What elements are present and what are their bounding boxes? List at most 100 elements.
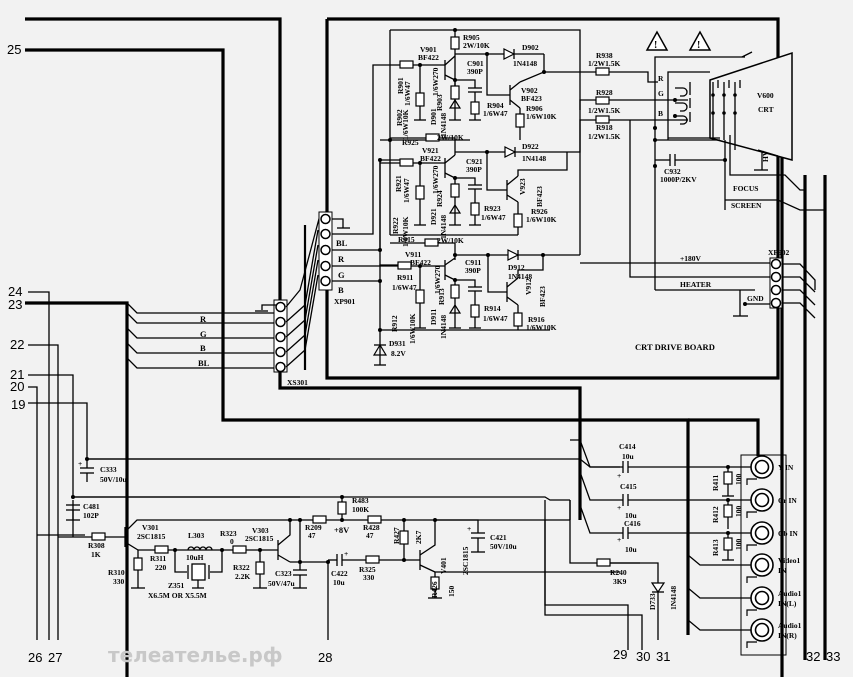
r413-ref: R413 [711, 539, 720, 556]
r925-ref: R925 [402, 138, 419, 147]
plus-sign: + [78, 459, 82, 468]
r912-ref: R912 [390, 315, 399, 332]
v911-part: BF422 [410, 258, 431, 267]
plus-sign: + [467, 524, 471, 533]
r921-value: 1/6W47 [402, 178, 411, 203]
c414-ref: C414 [619, 442, 636, 451]
r918-ref: R918 [596, 123, 613, 132]
d912-part: 1N4148 [508, 272, 532, 281]
v902-part: BF423 [521, 94, 542, 103]
crt-hv-label: HV [761, 150, 770, 162]
r922-value: 1/6W10K [401, 216, 410, 247]
d911-ref: D911 [429, 308, 438, 325]
r411-value: 100 [734, 474, 743, 486]
r426-ref: R426 [430, 581, 439, 598]
r902-value: 1/6W10K [401, 109, 410, 140]
blue-driver-channel: R915 2W/10K V911 BF422 R911 1/6W47 R912 … [380, 115, 688, 344]
rca-jack[interactable]: Y IN [746, 455, 794, 485]
c323-value: 50V/47u [268, 579, 295, 588]
jack-ground [746, 544, 757, 551]
pin-24: 24 [8, 284, 22, 299]
jack-label: Cr IN [778, 496, 797, 505]
r322-value: 2.2K [235, 572, 250, 581]
v912-part: BF423 [538, 286, 547, 307]
r911-ref: R911 [397, 273, 414, 282]
xp901-g-label: G [338, 270, 345, 280]
r311-ref: R311 [150, 554, 167, 563]
pin-labels: 25 24 23 22 21 20 19 26 27 28 29 30 31 3… [7, 42, 840, 665]
c333-value: 50V/10u [100, 475, 127, 484]
c911-ref: C911 [465, 258, 482, 267]
d922-ref: D922 [522, 142, 539, 151]
r922-ref: R922 [391, 217, 400, 234]
r325-ref: R325 [359, 565, 376, 574]
v923-part: BF423 [535, 186, 544, 207]
v923-ref: V923 [518, 178, 527, 195]
left-wires [28, 291, 620, 640]
z351-value: X6.5M OR X5.5M [148, 591, 207, 600]
v901-part: BF422 [418, 53, 439, 62]
r483-value: 100K [352, 505, 369, 514]
r904-ref: R904 [487, 101, 504, 110]
plus-sign: + [617, 503, 621, 512]
focus-label: FOCUS [733, 184, 758, 193]
jack-ground [746, 478, 757, 485]
screen-label: SCREEN [731, 201, 762, 210]
r924-value: 1/6W270 [431, 165, 440, 194]
r928-ref: R928 [596, 88, 613, 97]
r938-value: 1/2W1.5K [588, 59, 620, 68]
d902-ref: D902 [522, 43, 539, 52]
r412-value: 100 [734, 506, 743, 518]
xp901-bl-label: BL [336, 238, 348, 248]
d733-ref: D733 [648, 593, 657, 610]
l303-ref: L303 [188, 531, 205, 540]
r308-value: 1K [91, 550, 101, 559]
pin-33: 33 [826, 649, 840, 664]
crt-g-label: G [658, 89, 664, 98]
r322-ref: R322 [233, 563, 250, 572]
jack-label: Y IN [778, 463, 794, 472]
pin-25: 25 [7, 42, 21, 57]
crt-r-label: R [658, 74, 664, 83]
warning-icon: ! [645, 30, 669, 51]
d922-part: 1N4148 [522, 154, 546, 163]
pin-30: 30 [636, 649, 650, 664]
c481-ref: C481 [83, 502, 100, 511]
r310-ref: R310 [108, 568, 125, 577]
r913-value: 1/6W270 [433, 265, 442, 294]
xs301-connector: R G B BL XS301 [126, 214, 321, 387]
warning-icon: ! [688, 30, 712, 51]
pin-19: 19 [11, 397, 25, 412]
r323-ref: R323 [220, 529, 237, 538]
pin-22: 22 [10, 337, 24, 352]
jack-label: IN(R) [778, 631, 797, 640]
jack-ground [746, 609, 757, 616]
driver-rails: D931 8.2V [372, 29, 581, 366]
d901-part: 1N4148 [439, 113, 448, 137]
r911-value: 1/6W47 [392, 283, 417, 292]
rca-jack[interactable]: Cr IN [746, 488, 797, 518]
d911-part: 1N4148 [439, 315, 448, 339]
plus-sign: + [617, 535, 621, 544]
pin-29: 29 [613, 647, 627, 662]
jack-label: Audio1 [778, 621, 802, 630]
c416-ref: C416 [624, 519, 641, 528]
c416-value: 10u [625, 545, 637, 554]
xs301-label: XS301 [287, 378, 308, 387]
xp901-b-label: B [338, 285, 344, 295]
rca-jack[interactable]: Cb IN [746, 521, 798, 551]
jack-ground [746, 576, 757, 583]
r916-value: 1/6W10K [526, 323, 557, 332]
c921-ref: C921 [466, 157, 483, 166]
r916-ref: R916 [528, 315, 545, 324]
jack-inner-ring [754, 459, 770, 475]
r240-ref: R240 [610, 568, 627, 577]
r923-ref: R923 [484, 204, 501, 213]
d733-part: 1N4148 [669, 586, 678, 610]
pin-27: 27 [48, 650, 62, 665]
jack-inner-ring [754, 622, 770, 638]
